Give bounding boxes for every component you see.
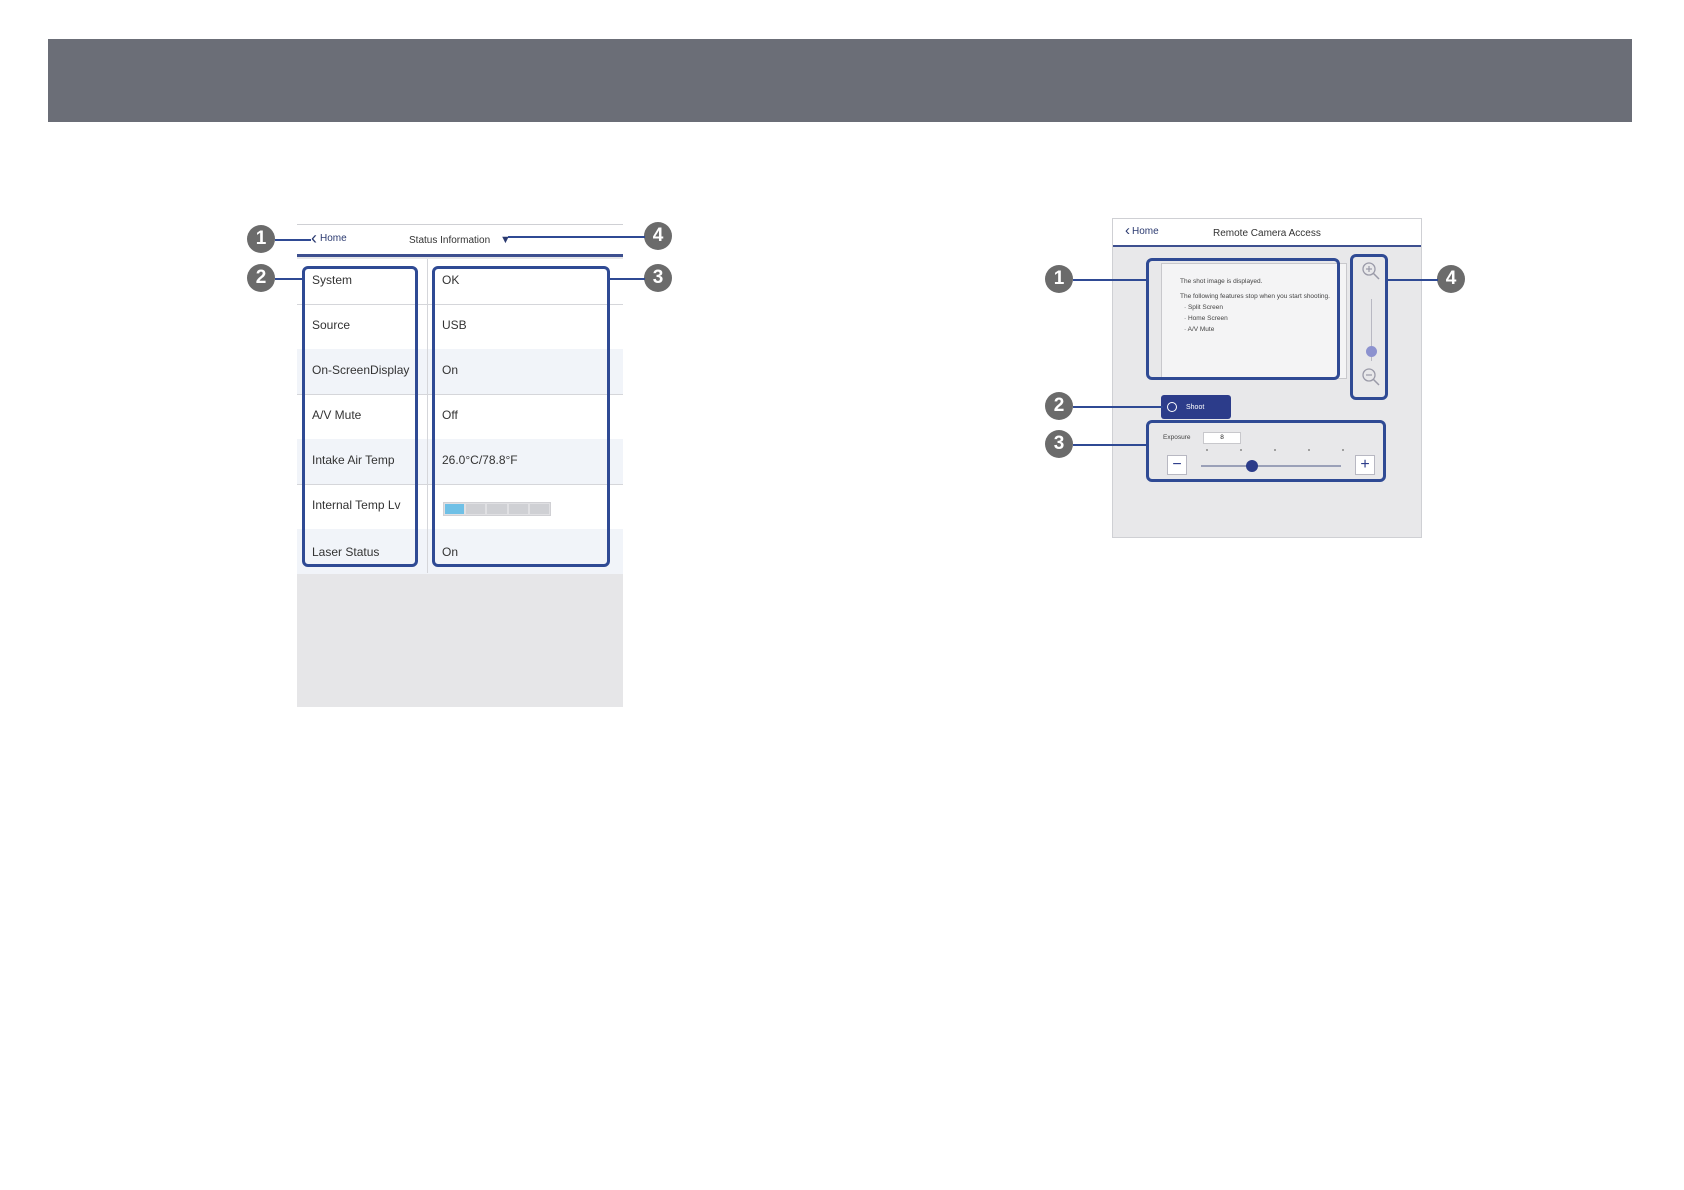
home-label: Home xyxy=(320,232,347,244)
page-title: Remote Camera Access xyxy=(1213,228,1321,239)
zoom-slider-track[interactable] xyxy=(1371,299,1372,361)
value-column-highlight xyxy=(432,266,610,567)
callout-leader xyxy=(1073,406,1163,408)
status-row-osd: On-ScreenDisplay On xyxy=(297,349,623,395)
shot-image-preview: The shot image is displayed. The followi… xyxy=(1161,263,1347,379)
exposure-slider-track[interactable] xyxy=(1201,465,1341,467)
status-top-bar: ‹ Home Status Information ▼ xyxy=(297,224,623,257)
status-label: Intake Air Temp xyxy=(312,453,395,467)
zoom-highlight xyxy=(1350,254,1388,400)
callout-leader xyxy=(508,236,645,238)
shutter-icon xyxy=(1167,402,1177,412)
exposure-panel: Exposure 8 − + xyxy=(1153,425,1387,483)
preview-text: The following features stop when you sta… xyxy=(1180,293,1330,300)
chevron-left-icon: ‹ xyxy=(311,228,317,248)
status-label: A/V Mute xyxy=(312,408,362,422)
preview-text: · A/V Mute xyxy=(1184,326,1215,333)
status-value: Off xyxy=(442,408,458,422)
zoom-slider-knob[interactable] xyxy=(1366,346,1377,358)
zoom-out-icon[interactable] xyxy=(1361,367,1381,387)
internal-temp-level-bar xyxy=(443,502,551,516)
callout-leader xyxy=(1387,279,1438,281)
exposure-tick xyxy=(1342,449,1344,451)
status-value: USB xyxy=(442,318,467,332)
exposure-minus-button[interactable]: − xyxy=(1167,455,1187,475)
callout-leader xyxy=(275,239,311,241)
callout-1: 1 xyxy=(247,225,275,253)
callout-4: 4 xyxy=(1437,265,1465,293)
shoot-button[interactable]: Shoot xyxy=(1161,395,1231,419)
status-value: OK xyxy=(442,273,460,287)
exposure-tick xyxy=(1308,449,1310,451)
callout-leader xyxy=(275,278,303,280)
callout-4: 4 xyxy=(644,222,672,250)
nav-underline xyxy=(1113,245,1421,247)
zoom-control xyxy=(1357,259,1387,391)
exposure-highlight xyxy=(1146,420,1386,482)
callout-2: 2 xyxy=(247,264,275,292)
callout-leader xyxy=(1073,279,1147,281)
home-back-link[interactable]: ‹ Home xyxy=(311,228,347,248)
status-value: On xyxy=(442,545,459,559)
status-label: Internal Temp Lv xyxy=(312,498,401,512)
label-column-highlight xyxy=(302,266,418,567)
status-label: Source xyxy=(312,318,351,332)
temp-level-segment xyxy=(529,504,550,514)
callout-leader xyxy=(1073,444,1147,446)
status-row-intake-air-temp: Intake Air Temp 26.0°C/78.8°F xyxy=(297,439,623,485)
callout-leader xyxy=(609,278,645,280)
status-row-internal-temp-lv: Internal Temp Lv xyxy=(297,484,623,530)
status-row-system: System OK xyxy=(297,259,623,305)
status-label: Laser Status xyxy=(312,545,380,559)
temp-level-segment xyxy=(508,504,528,514)
triangle-down-icon[interactable]: ▼ xyxy=(500,234,511,246)
exposure-plus-button[interactable]: + xyxy=(1355,455,1375,475)
callout-3: 3 xyxy=(644,264,672,292)
status-value: On xyxy=(442,363,459,377)
home-label: Home xyxy=(1132,225,1159,237)
preview-highlight xyxy=(1146,258,1340,380)
preview-text: The shot image is displayed. xyxy=(1180,278,1263,285)
temp-level-segment xyxy=(466,504,486,514)
chevron-left-icon: ‹ xyxy=(1125,222,1130,239)
preview-text: · Home Screen xyxy=(1184,315,1228,322)
exposure-tick xyxy=(1206,449,1208,451)
home-back-link[interactable]: ‹ Home xyxy=(1125,222,1159,239)
shoot-label: Shoot xyxy=(1186,403,1205,411)
page-header-bar xyxy=(48,39,1632,122)
callout-1: 1 xyxy=(1045,265,1073,293)
exposure-tick xyxy=(1274,449,1276,451)
exposure-label: Exposure xyxy=(1163,434,1191,441)
zoom-in-icon[interactable] xyxy=(1361,261,1381,281)
status-value: 26.0°C/78.8°F xyxy=(442,453,518,467)
nav-underline xyxy=(297,254,623,257)
exposure-slider-knob[interactable] xyxy=(1246,460,1258,472)
page-title: Status Information xyxy=(409,235,491,246)
status-label: System xyxy=(312,273,353,287)
preview-text: · Split Screen xyxy=(1184,304,1224,311)
column-divider xyxy=(427,259,428,573)
callout-2: 2 xyxy=(1045,392,1073,420)
callout-3: 3 xyxy=(1045,430,1073,458)
camera-top-bar: ‹ Home Remote Camera Access xyxy=(1113,219,1421,247)
temp-level-segment xyxy=(487,504,507,514)
status-label: On-ScreenDisplay xyxy=(312,363,410,377)
exposure-tick xyxy=(1240,449,1242,451)
exposure-value-field[interactable]: 8 xyxy=(1203,432,1241,444)
temp-level-segment xyxy=(445,504,465,514)
